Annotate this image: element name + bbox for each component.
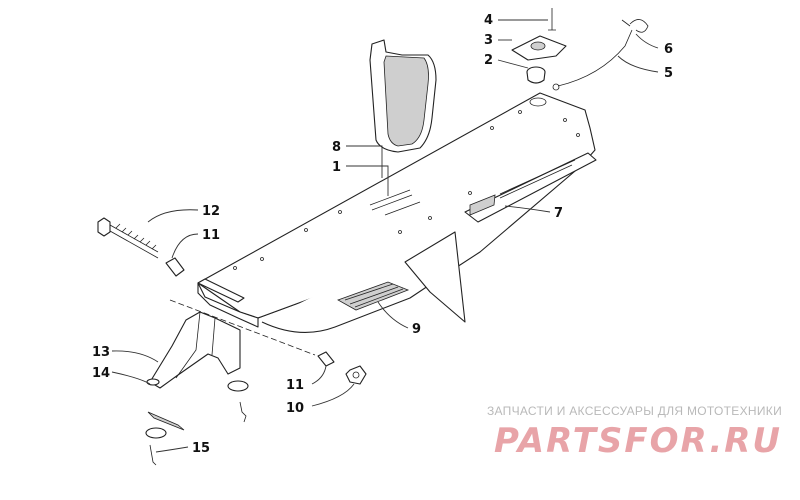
callout-11-upper: 11 xyxy=(202,228,220,243)
mount-plate-part xyxy=(511,35,567,61)
leader-lines xyxy=(111,19,659,453)
watermark-logo-text: PARTSFOR.RU xyxy=(494,421,782,458)
watermark-caption: ЗАПЧАСТИ И АКСЕССУАРЫ ДЛЯ МОТОТЕХНИКИ xyxy=(486,404,782,418)
callout-13: 13 xyxy=(92,345,110,360)
flap-part xyxy=(369,39,437,153)
side-rail-part xyxy=(464,152,597,223)
bushing-part-upper xyxy=(165,257,185,277)
watermark-logo: PARTSFOR.RU xyxy=(494,421,782,458)
callout-12: 12 xyxy=(202,204,220,219)
pivot-axis xyxy=(169,278,316,356)
grommet-part xyxy=(526,66,546,84)
callout-labels: 1 2 3 4 5 6 7 8 9 10 11 11 12 13 14 15 xyxy=(92,13,673,456)
callout-10: 10 xyxy=(286,401,304,416)
bracket-part xyxy=(149,311,241,389)
pad-part xyxy=(145,378,249,439)
callout-3: 3 xyxy=(484,33,493,48)
callout-1: 1 xyxy=(332,160,341,175)
cable-part xyxy=(552,19,649,91)
callout-14: 14 xyxy=(92,366,110,381)
callout-8: 8 xyxy=(332,140,341,155)
callout-11-lower: 11 xyxy=(286,378,304,393)
callout-9: 9 xyxy=(412,322,421,337)
rivet-part xyxy=(548,8,556,31)
callout-15: 15 xyxy=(192,441,210,456)
callout-2: 2 xyxy=(484,53,493,68)
fastener-part xyxy=(149,401,247,466)
bushing-part-lower xyxy=(317,351,335,367)
callout-6: 6 xyxy=(664,42,673,57)
callout-5: 5 xyxy=(664,66,673,81)
nut-part xyxy=(345,365,367,385)
bolt-part xyxy=(97,217,159,259)
callout-4: 4 xyxy=(484,13,493,28)
callout-7: 7 xyxy=(554,206,563,221)
lower-plate-part xyxy=(337,231,466,323)
